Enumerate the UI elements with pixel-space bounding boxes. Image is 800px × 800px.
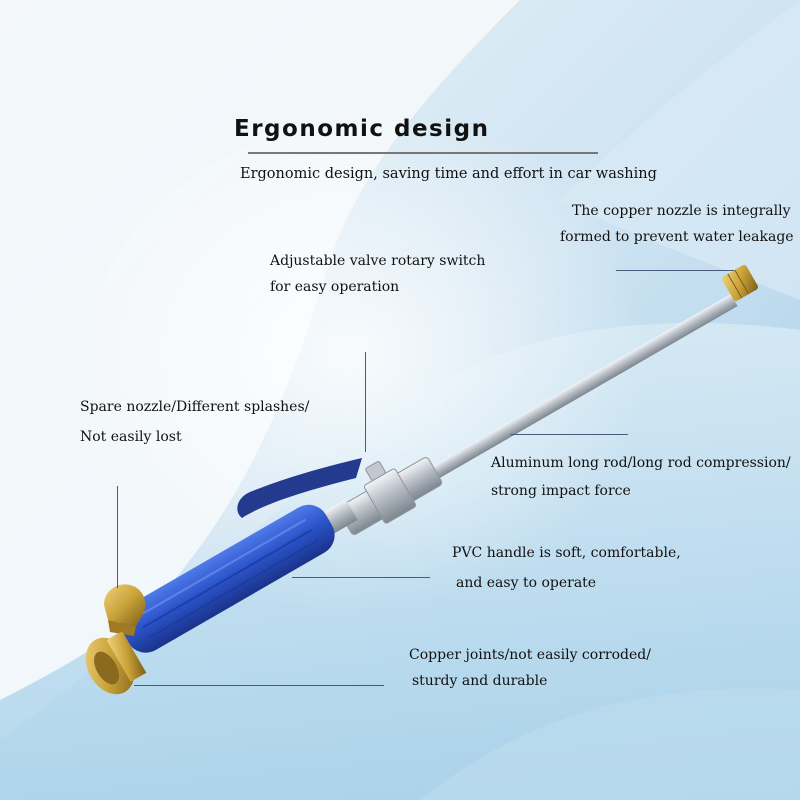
pvc-handle <box>119 504 335 653</box>
callout-spare-nozzle-line1: Spare nozzle/Different splashes/ <box>80 399 310 415</box>
callout-copper-joints-line2: sturdy and durable <box>412 673 548 689</box>
callout-valve-switch-line1: Adjustable valve rotary switch <box>270 253 486 269</box>
leader-line-pvc-handle <box>292 577 430 578</box>
leader-line-copper-nozzle <box>616 270 734 271</box>
copper-nozzle-tip <box>721 264 759 302</box>
leader-line-valve-switch <box>365 352 366 452</box>
callout-copper-joints-line1: Copper joints/not easily corroded/ <box>409 647 651 663</box>
spare-nozzle <box>104 584 146 636</box>
callout-aluminum-rod-line2: strong impact force <box>491 483 631 499</box>
callout-valve-switch: Adjustable valve rotary switch for easy … <box>270 248 485 300</box>
copper-joint <box>85 631 147 695</box>
title-underline <box>248 152 598 154</box>
callout-copper-nozzle: The copper nozzle is integrally formed t… <box>560 198 794 250</box>
page-title: Ergonomic design <box>234 116 490 142</box>
ball-valve <box>337 457 443 535</box>
callout-aluminum-rod-line1: Aluminum long rod/long rod compression/ <box>491 455 791 471</box>
leader-line-copper-joints <box>134 685 384 686</box>
callout-spare-nozzle-line2: Not easily lost <box>80 429 182 445</box>
valve-lever <box>237 458 362 518</box>
callout-pvc-handle-line2: and easy to operate <box>456 575 597 591</box>
page-subtitle: Ergonomic design, saving time and effort… <box>240 166 657 182</box>
callout-spare-nozzle: Spare nozzle/Different splashes/ Not eas… <box>80 394 309 450</box>
callout-aluminum-rod: Aluminum long rod/long rod compression/ … <box>491 450 791 504</box>
callout-copper-joints: Copper joints/not easily corroded/ sturd… <box>409 642 651 694</box>
callout-valve-switch-line2: for easy operation <box>270 279 400 295</box>
leader-line-aluminum-rod <box>510 434 628 435</box>
callout-copper-nozzle-line1: The copper nozzle is integrally <box>572 203 791 219</box>
callout-pvc-handle-line1: PVC handle is soft, comfortable, <box>452 545 681 561</box>
aluminum-rod <box>401 293 738 497</box>
callout-copper-nozzle-line2: formed to prevent water leakage <box>560 229 794 245</box>
callout-pvc-handle: PVC handle is soft, comfortable, and eas… <box>452 540 681 596</box>
leader-line-spare-nozzle <box>117 486 118 588</box>
